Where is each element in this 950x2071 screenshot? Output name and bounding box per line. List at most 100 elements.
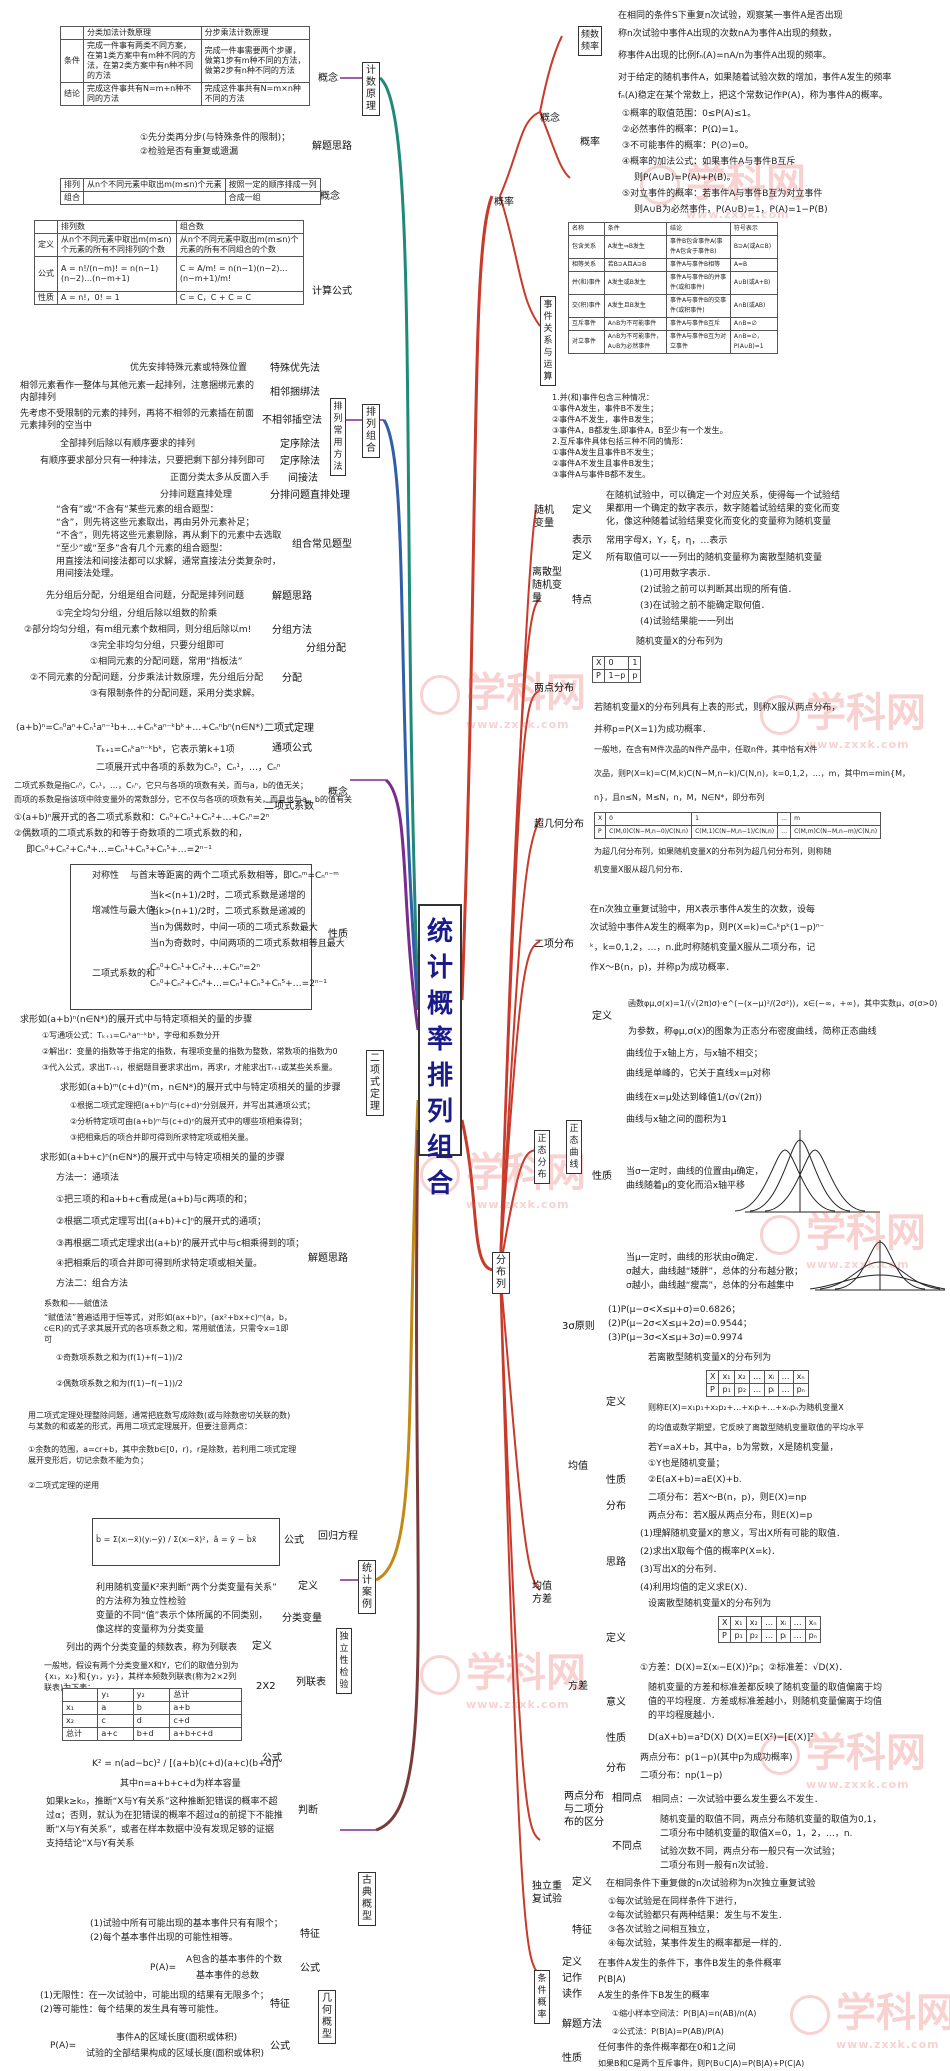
curve-prop: σ越小，曲线越“瘦高”，总体的分布越集中 (626, 1281, 795, 1291)
method-desc: 先考虑不受限制的元素的排列，再将不相邻的元素插在前面元素排列的空当中 (20, 409, 255, 431)
normal-def: 函数φμ,σ(x)=1/(√(2π)σ)·e^(−(x−μ)²/(2σ²))，x… (628, 999, 938, 1008)
indep-trial-def-label: 定义 (572, 1877, 592, 1888)
prob-text: 则P(A∪B)=P(A)+P(B)。 (634, 173, 736, 183)
method-desc: 全部排列后除以有顺序要求的排列 (60, 439, 196, 449)
property-name: 增减性与最大值 (92, 906, 156, 916)
branch-prob: 概率 (494, 197, 514, 208)
mean-def-label: 定义 (606, 1397, 626, 1408)
prob-text: ④概率的加法公式：如果事件A与事件B互斥 (622, 157, 796, 167)
assign-method: ①相同元素的分配问题，常用“挡板法” (90, 657, 243, 667)
var-dist-label: 分布 (606, 1763, 626, 1774)
mean-dist: 两点分布：若X服从两点分布，则E(X)=p (648, 1511, 813, 1521)
solve-text: ①根据二项式定理把(a+b)ᵐ与(c+d)ⁿ分别展开，并写出其通项公式； (70, 1101, 315, 1110)
group-method: ①完全均匀分组，分组后除以组数的阶乘 (56, 609, 218, 619)
coef-text: 二项展开式中各项的系数为Cₙ⁰，Cₙ¹，…，Cₙⁿ (96, 763, 281, 773)
general-term-label: 通项公式 (272, 743, 312, 754)
curve-prop: 当μ一定时，曲线的形状由σ确定． (626, 1253, 764, 1263)
indep-trial-feat: ②每次试验都只有两种结果：发生与不发生． (608, 1911, 788, 1921)
method-name: 定序除法 (280, 439, 320, 450)
binom-text: ᵏ，k=0,1,2，…，n.此时称随机变量X服从二项分布，记 (590, 943, 816, 953)
cond-method-label: 解题方法 (562, 2019, 602, 2030)
property-text: 当k<(n+1)/2时，二项式系数是递增的 (150, 891, 306, 901)
discrete-feat: (2)试验之前可以判断其出现的所有值． (640, 585, 797, 595)
property-text: Cₙ⁰+Cₙ²+Cₙ⁴+…=Cₙ¹+Cₙ³+Cₙ⁵+…=2ⁿ⁻¹ (150, 979, 327, 989)
binomial-solve-label: 解题思路 (308, 1253, 348, 1264)
bern-title: 随机变量X的分布列为 (636, 637, 724, 647)
var-meaning: 值的平均程度．方差或标准差越小，则随机变量偏离于均值 (648, 1697, 883, 1707)
prob-text: 对于给定的随机事件A，如果随着试验次数的增加，事件A发生的频率 (618, 73, 892, 83)
var-dist: 二项分布：np(1−p) (640, 1771, 723, 1781)
solve-text: 用二项式定理处理整除问题，通常把底数写成除数(或与除数密切关联的数)与某数的和或… (28, 1411, 291, 1431)
normal-def-label: 定义 (592, 1011, 612, 1022)
indep-def: 利用随机变量K²来判断“两个分类变量有关系” (96, 1583, 277, 1593)
coef-text: 而项的系数是指该项中除变量外的常数部分，它不仅与各项的项数有关，而且也与a，b的… (14, 795, 352, 804)
curve-prop: 曲线在x=μ处达到峰值1/(σ√(2π)) (626, 1093, 762, 1103)
event-note: ③事件A，B都发生,即事件A，B至少有一个发生。 (552, 426, 728, 435)
solve-text: 方法二：组合方法 (56, 1279, 129, 1289)
general-term: Tₖ₊₁=Cₙᵏaⁿ⁻ᵏbᵏ，它表示第k+1项 (96, 745, 235, 755)
property-text: 与首末等距离的两个二项式系数相等，即Cₙᵐ=Cₙⁿ⁻ᵐ (130, 871, 339, 881)
solve-text: ②偶数项系数之和为(f(1)−f(−1))/2 (56, 1379, 183, 1388)
k2-note: 其中n=a+b+c+d为样本容量 (120, 1779, 241, 1789)
indep-test-label: 独立性检验 (336, 1628, 352, 1694)
compare-diff: 二项分布则一般有n次试验． (660, 1861, 774, 1871)
var-title: 设离散型随机变量X的分布列为 (648, 1599, 772, 1609)
event-relations-label: 事件关系与运算 (540, 296, 556, 386)
prob-text: 则A∪B为必然事件，P(A∪B)=1，P(A)=1−P(B) (634, 205, 828, 215)
geometric-formula: P(A)= (50, 2041, 77, 2051)
prob-label: 概率 (580, 137, 600, 148)
property-name: 二项式系数的和 (92, 969, 156, 979)
mean-def-text: 则称E(X)=x₁p₁+x₂p₂+…+xᵢpᵢ+…+xₙpₙ为随机变量X (648, 1403, 844, 1412)
solve-text: 求形如(a+b)ᵐ(c+d)ⁿ(m，n∈N*)的展开式中与特定项相关的量的步骤 (60, 1083, 341, 1093)
binomial-dist-label: 二项分布 (534, 939, 574, 950)
group-method: ③完全非均匀分组，只要分组即可 (90, 641, 225, 651)
cond-method: ①缩小样本空间法：P(B|A)=n(AB)/n(A) (612, 2009, 757, 2018)
sigma-rule: (3)P(μ−3σ<X≤μ+3σ)=0.9974 (608, 1333, 743, 1343)
solve-text: ①把三项的和a+b+c看成是(a+b)与c两项的和； (56, 1195, 253, 1205)
compare-same: 相同点：一次试验中要么发生要么不发生． (652, 1795, 824, 1805)
mean-prop: ①Y也是随机变量； (648, 1459, 725, 1469)
solve-text: ②分析特定项可由(a+b)ᵐ与(c+d)ⁿ的展开式中的哪些项相乘得到； (70, 1117, 307, 1126)
solve-text: ③把相乘后的项合并即可得到所求特定项或相关量。 (70, 1133, 254, 1142)
hyper-note: 为超几何分布列，如果随机变量X的分布列为超几何分布列，则称随 (594, 847, 832, 856)
mean-idea: (2)求出X取每个值的概率P(X=k)． (640, 1547, 781, 1557)
cond-prop: 如果B和C是两个互斥事件，则P(B∪C|A)=P(B|A)+P(C|A) (598, 2059, 805, 2068)
group-method-label: 分组方法 (272, 625, 312, 636)
prob-text: ⑤对立事件的概率：若事件A与事件B互为对立事件 (622, 189, 823, 199)
branch-geometric: 几何概型 (318, 1990, 336, 2044)
var-meaning: 随机变量的方差和标准差都反映了随机变量的取值偏离于均 (648, 1683, 883, 1693)
branch-counting: 计数原理 (362, 62, 380, 116)
mean-idea: (4)利用均值的定义求E(X)． (640, 1583, 753, 1593)
common-text: “不含”，则先将这些元素剔除，再从剩下的元素中去选取 (56, 531, 282, 541)
judge-label: 判断 (298, 1805, 318, 1816)
indep-trial-feat: ①每次试验是在同样条件下进行， (608, 1897, 743, 1907)
property-frame (70, 864, 312, 1010)
var-prop-label: 性质 (606, 1733, 626, 1744)
common-text: “含有”或“不含有”某些元素的组合题型： (56, 505, 219, 515)
freq-text: 称事件A出现的比例fₙ(A)=nA/n为事件A出现的频率。 (618, 51, 832, 61)
contingency-2x2-label: 2X2 (256, 1681, 276, 1692)
indep-def-label: 定义 (298, 1581, 318, 1592)
regression-label: 回归方程 (318, 1531, 358, 1542)
cond-note-label: 记作 (562, 1973, 582, 1984)
solve-text: 求形如(a+b+c)ⁿ(n∈N*)的展开式中与特定项相关的量的步骤 (40, 1153, 285, 1163)
solve-text: ①写通项公式：Tₖ₊₁=Cₙᵏaⁿ⁻ᵏbᵏ，字母和系数分开 (42, 1031, 220, 1040)
mean-def-title: 若离散型随机变量X的分布列为 (648, 1353, 772, 1363)
property-text: 当k>(n+1)/2时，二项式系数是递减的 (150, 907, 306, 917)
event-note: ①事件A发生且事件B不发生； (552, 448, 659, 457)
sigma-label: 3σ原则 (562, 1321, 595, 1332)
curve-prop: σ越大，曲线越“矮胖”，总体的分布越分散； (626, 1267, 804, 1277)
freq-text: 称n次试验中事件A出现的次数nA为事件A出现的频数， (618, 29, 837, 39)
coef-text: 二项式系数是指Cₙ⁰，Cₙ¹，…，Cₙⁿ，它只与各项的项数有关，而与a，b的值无… (14, 781, 308, 790)
solve-text: ②解出r：变量的指数等于指定的指数，有理项变量的指数为整数，常数项的指数为0 (42, 1047, 338, 1056)
branch-meanvar: 均值方差 (532, 1581, 552, 1605)
rv-rep: 常用字母X，Y，ξ，η，…表示 (606, 536, 728, 546)
method-name: 相邻捆绑法 (270, 387, 320, 398)
property-text: 当n为奇数时，中间两项的二项式系数相等且最大 (150, 939, 345, 949)
property-name: 对称性 (92, 871, 120, 881)
compare-diff: 试验次数不同，两点分布一般只有一次试验； (660, 1847, 841, 1857)
